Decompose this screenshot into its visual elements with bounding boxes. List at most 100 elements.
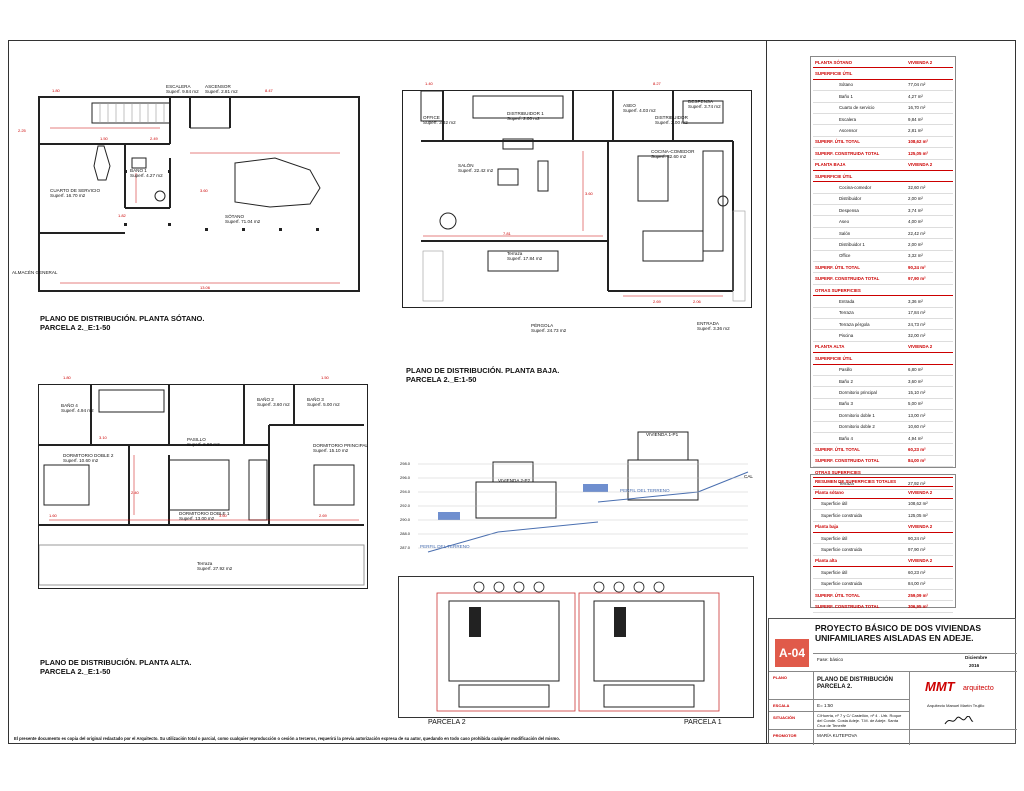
table-cell-value: 27,92 m² — [908, 481, 926, 487]
dim-label: 3.60 — [219, 513, 227, 518]
table-cell-label: SUPERFICIE ÚTIL — [815, 173, 853, 179]
table-cell-label: Sótano — [839, 82, 853, 88]
table-cell-label: Office — [839, 253, 851, 259]
level-label: 287.0 — [400, 545, 411, 550]
dim-label: 1.80 — [52, 88, 60, 93]
table-cell-label: Superficie útil — [821, 501, 848, 507]
table-cell-label: SUPERF. CONSTRUIDA TOTAL — [815, 458, 880, 464]
site-plan-svg — [436, 581, 720, 712]
table-cell-value: 6,80 m² — [908, 367, 923, 373]
table-cell-label: PLANTA SÓTANO — [815, 59, 852, 65]
summary-table: RESUMEN DE SUPERFICIES TOTALES Planta só… — [813, 476, 953, 613]
dim-label: 1.60 — [49, 513, 57, 518]
table-cell-label: Planta alta — [815, 558, 837, 564]
plan-sotano-drawing — [40, 98, 340, 284]
table-cell-label: Distribuidor — [839, 196, 862, 202]
table-cell-value: 3,74 m² — [908, 207, 923, 213]
promotor-value: MARÍA KUTEPOVA — [817, 733, 858, 738]
dim-label: 2.06 — [693, 299, 701, 304]
table-cell-value: 22,42 m² — [908, 230, 926, 236]
date-month: Diciembre — [965, 655, 988, 660]
dim-label: 3.60 — [200, 188, 208, 193]
escala-value: E= 1:50 — [817, 703, 833, 708]
table-row: Planta sótano VIVIENDA 2 — [813, 487, 953, 499]
level-label: 288.0 — [400, 531, 411, 536]
sheet-code: A-04 — [775, 639, 809, 667]
dim-label: 3.60 — [585, 191, 593, 196]
dim-label: 1.50 — [321, 375, 329, 380]
table-cell-label: SUPERF. ÚTIL TOTAL — [815, 592, 860, 598]
table-cell-value: 4,00 m² — [908, 219, 923, 225]
table-cell-label: SUPERF. ÚTIL TOTAL — [815, 446, 860, 452]
table-row: Piscina 32,00 m² — [813, 330, 953, 342]
table-row: SUPERFICIE ÚTIL — [813, 68, 953, 80]
table-cell-label: Piscina — [839, 333, 854, 339]
section-label-vivienda2: VIVIENDA 2-P2 — [498, 478, 531, 483]
signature-icon — [944, 713, 974, 725]
table-cell-value: 15,10 m² — [908, 390, 926, 396]
escala-label: ESCALA — [773, 703, 790, 708]
table-row: SUPERFICIE ÚTIL — [813, 171, 953, 183]
summary-table-title: RESUMEN DE SUPERFICIES TOTALES — [813, 476, 953, 488]
table-cell-value: VIVIENDA 2 — [908, 490, 933, 496]
table-cell-label: SUPERF. CONSTRUIDA TOTAL — [815, 150, 880, 156]
table-cell-label: OTRAS SUPERFICIES — [815, 287, 861, 293]
architect-name: Arquitecto Manuel Martín Trujillo — [927, 703, 985, 708]
table-cell-value: 60,23 m² — [908, 569, 926, 575]
table-cell-label: Planta sótano — [815, 490, 844, 496]
table-cell-label: SUPERF. ÚTIL TOTAL — [815, 264, 860, 270]
situacion-label: SITUACIÓN — [773, 715, 795, 720]
table-cell-label: Aseo — [839, 219, 850, 225]
architect-logo: MMT — [925, 679, 955, 694]
table-cell-value: 32,00 m² — [908, 333, 926, 339]
level-label: 290.0 — [400, 517, 411, 522]
table-cell-value: 108,62 m² — [908, 139, 929, 145]
phase-label: Fase: básico — [817, 657, 844, 662]
dim-label: 1.80 — [63, 375, 71, 380]
table-cell-label: Cocina-comedor — [839, 184, 872, 190]
table-cell-value: VIVIENDA 2 — [908, 59, 933, 65]
table-cell-value: 4,27 m² — [908, 93, 923, 99]
table-cell-value: 77,04 m² — [908, 82, 926, 88]
table-cell-label: Despensa — [839, 207, 859, 213]
table-cell-label: Terraza — [839, 310, 854, 316]
table-cell-label: Terraza pérgola — [839, 321, 870, 327]
table-cell-label: Ascensor — [839, 128, 858, 134]
surfaces-table: PLANTA SÓTANO VIVIENDA 2 SUPERFICIE ÚTIL Só… — [813, 57, 953, 490]
table-cell-label: SUPERF. ÚTIL TOTAL — [815, 139, 860, 145]
table-cell-label: Dormitorio doble 1 — [839, 412, 875, 418]
dim-label: 8.27 — [653, 81, 661, 86]
promotor-label: PROMOTOR — [773, 733, 797, 738]
table-row: OTRAS SUPERFICIES — [813, 467, 953, 479]
section-label-vivienda1: VIVIENDA 1-P1 — [646, 432, 679, 437]
table-cell-value: 84,00 m² — [908, 458, 926, 464]
dim-label: 2.69 — [319, 513, 327, 518]
table-cell-label: Baño 4 — [839, 435, 853, 441]
architect-logo-sub: arquitecto — [963, 685, 994, 692]
dim-label: 2.69 — [653, 299, 661, 304]
